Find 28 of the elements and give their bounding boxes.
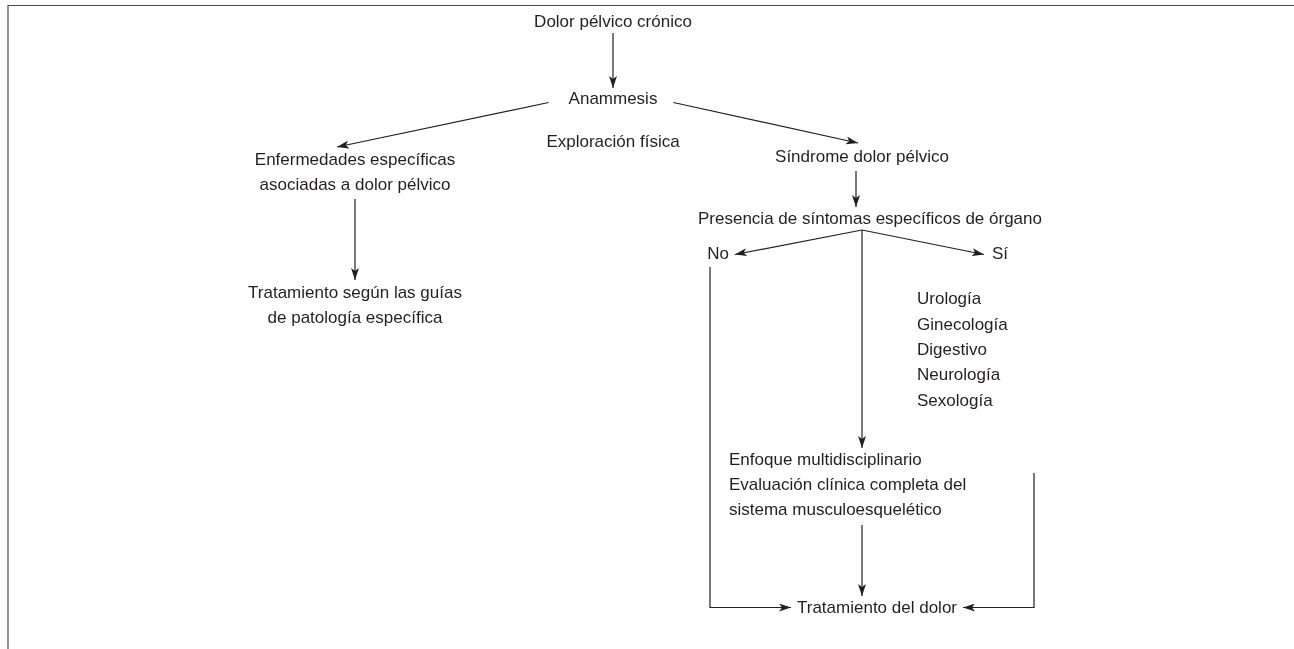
flow-text: No (707, 241, 729, 266)
flow-text: Sí (991, 241, 1009, 266)
flow-text: Anammesis (568, 86, 658, 111)
flow-text: Tratamiento según las guías de patología específica (225, 280, 485, 330)
note-text: Exploración física (546, 131, 680, 153)
arrow (861, 229, 985, 257)
specialty-text: Urología (917, 288, 982, 310)
flow-text: Dolor pélvico crónico (534, 9, 692, 34)
flow-text: Evaluación clínica completa del sistema musculoesquelético (729, 474, 968, 521)
arrow (852, 170, 860, 208)
arrow (351, 198, 359, 281)
specialty-text: Digestivo (917, 339, 987, 361)
flow-text: Enfoque multidisciplinario (729, 449, 923, 471)
specialty-text: Neurología (917, 364, 1001, 386)
arrow (609, 32, 617, 89)
flow-text: Tratamiento del dolor (797, 595, 957, 620)
flow-text: Enfermedades específicas asociadas a dolor pélvico (240, 147, 470, 197)
arrow (672, 101, 859, 145)
flow-text: Presencia de síntomas específicos de órgano (698, 206, 1042, 231)
arrow (336, 101, 550, 149)
specialty-text: Ginecología (917, 314, 1008, 336)
arrow (734, 229, 863, 257)
flow-text: Síndrome dolor pélvico (775, 144, 949, 169)
specialty-text: Sexología (917, 390, 993, 412)
arrow (962, 472, 1035, 612)
arrow (858, 229, 866, 449)
arrow (709, 266, 792, 612)
arrow (858, 524, 866, 597)
